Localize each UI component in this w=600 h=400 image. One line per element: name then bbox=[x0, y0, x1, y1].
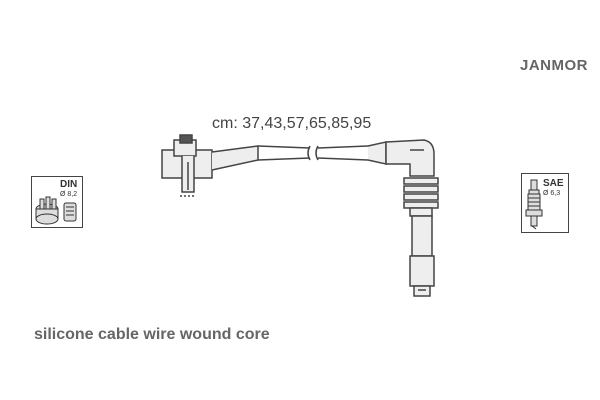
sae-code: SAE bbox=[543, 178, 564, 189]
din-diameter: Ø 8,2 bbox=[60, 191, 78, 198]
cable-right-segment bbox=[315, 145, 369, 161]
brand-name: JANMOR bbox=[519, 57, 588, 74]
sae-terminal-badge: SAE Ø 6,3 bbox=[521, 173, 569, 233]
spark-plug-boot bbox=[367, 139, 439, 297]
distributor-boot bbox=[161, 134, 259, 197]
din-code: DIN bbox=[60, 179, 78, 190]
product-caption: silicone cable wire wound core bbox=[34, 326, 270, 343]
distributor-cap-icon bbox=[35, 196, 77, 225]
cable-lengths-label: cm: 37,43,57,65,85,95 bbox=[212, 115, 372, 132]
cable-left-segment bbox=[257, 145, 311, 161]
din-terminal-badge: DIN Ø 8,2 bbox=[31, 176, 83, 228]
spark-plug-icon bbox=[525, 179, 543, 230]
sae-diameter: Ø 6,3 bbox=[543, 190, 561, 197]
